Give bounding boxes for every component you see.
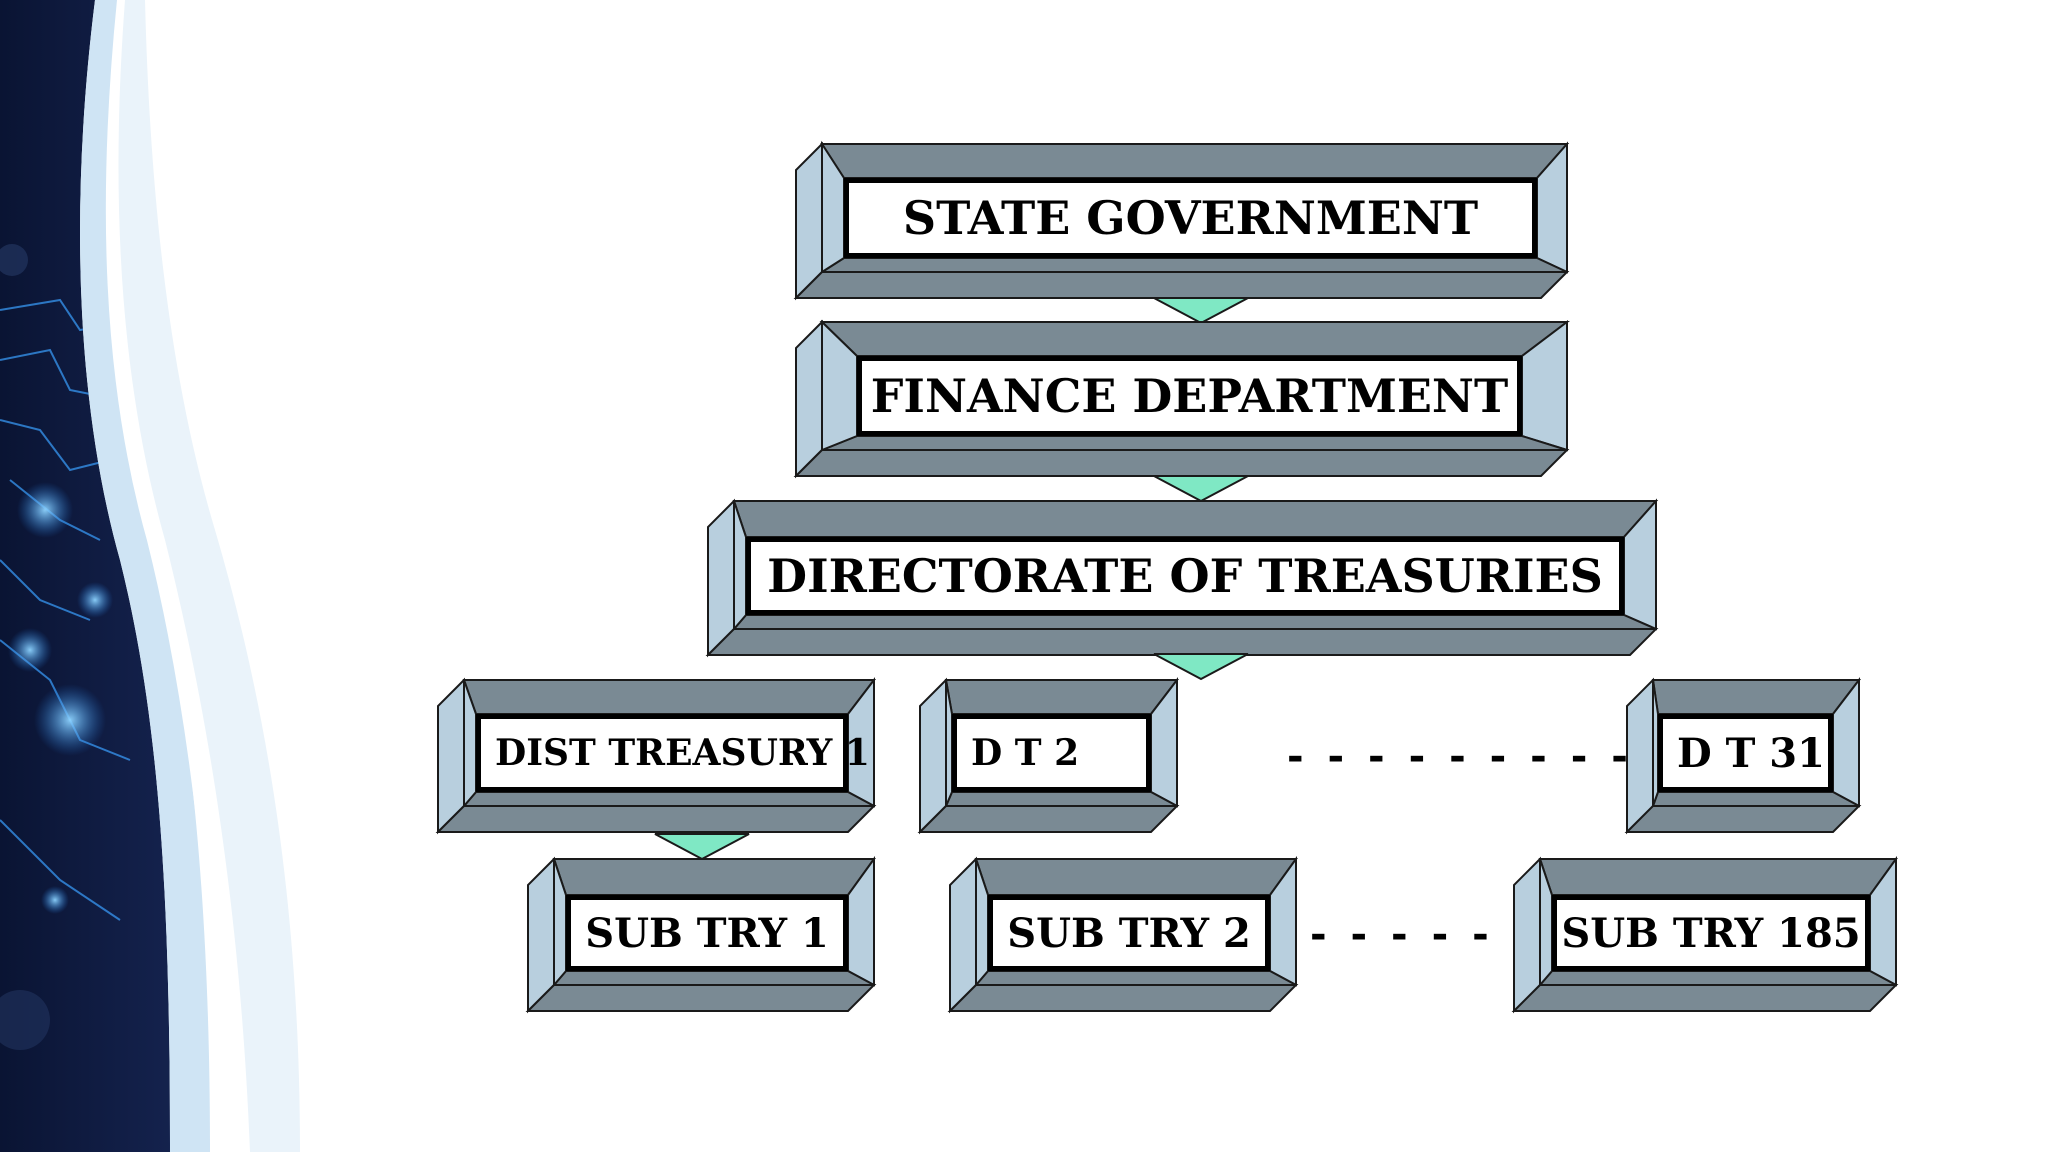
arrow-directorate-to-districts	[1153, 653, 1249, 681]
box-state-government-label: STATE GOVERNMENT	[844, 178, 1537, 258]
box-state-government: STATE GOVERNMENT	[793, 140, 1570, 301]
box-sub-try-2: SUB TRY 2	[947, 855, 1299, 1014]
box-dt-31: D T 31	[1624, 677, 1862, 835]
arrow-finance-to-directorate	[1153, 475, 1249, 503]
box-dist-treasury-1: DIST TREASURY 1	[435, 677, 877, 835]
box-sub-try-185-label: SUB TRY 185	[1552, 895, 1870, 971]
box-directorate-label: DIRECTORATE OF TREASURIES	[746, 537, 1624, 615]
box-dist-treasury-1-label: DIST TREASURY 1	[476, 714, 870, 792]
box-dt-2-label: D T 2	[952, 714, 1151, 792]
box-finance-department-label: FINANCE DEPARTMENT	[857, 356, 1522, 436]
box-sub-try-1: SUB TRY 1	[525, 855, 877, 1014]
box-dt-2: D T 2	[917, 677, 1180, 835]
arrow-state-to-finance	[1153, 297, 1249, 325]
ellipsis-sub-row: - - - - - -	[1310, 912, 1535, 958]
box-finance-department: FINANCE DEPARTMENT	[793, 319, 1570, 479]
box-sub-try-185: SUB TRY 185	[1511, 855, 1899, 1014]
box-directorate: DIRECTORATE OF TREASURIES	[705, 498, 1659, 658]
box-sub-try-1-label: SUB TRY 1	[566, 895, 848, 971]
box-sub-try-2-label: SUB TRY 2	[988, 895, 1270, 971]
arrow-dt1-to-subtry1	[654, 833, 750, 861]
ellipsis-district-row: - - - - - - - - -	[1287, 734, 1633, 780]
box-dt-31-label: D T 31	[1658, 714, 1833, 792]
